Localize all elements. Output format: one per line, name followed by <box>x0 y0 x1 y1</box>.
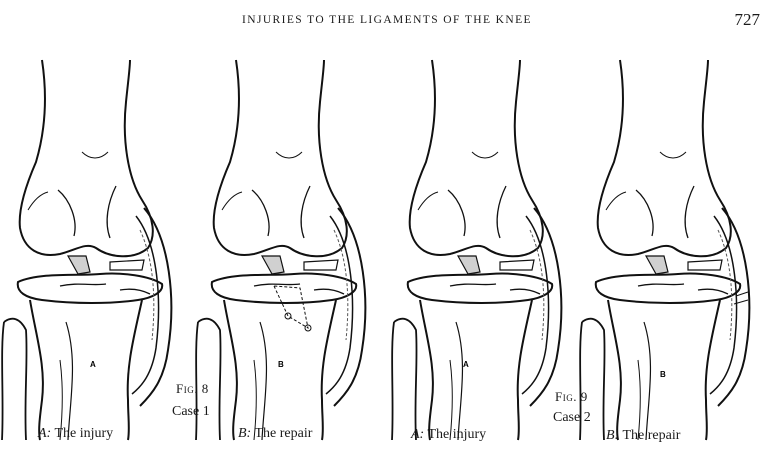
fig9-caption-a: A: The injury <box>411 427 487 442</box>
panel-letter-fig9-a: A <box>463 360 469 369</box>
panel-letter-fig8-b: B <box>278 360 284 369</box>
fig9-label: Fig. 9 <box>555 389 588 404</box>
fig8-caption-a: A: The injury <box>38 426 114 441</box>
fig8-caption-b: B: The repair <box>238 426 313 441</box>
running-head: INJURIES TO THE LIGAMENTS OF THE KNEE <box>242 14 532 26</box>
fig8-case: Case 1 <box>172 404 210 419</box>
knee-panel-fig9-a <box>391 59 563 441</box>
knee-panel-fig9-b <box>579 59 751 441</box>
panel-letter-fig8-a: A <box>90 360 96 369</box>
fig9-case: Case 2 <box>553 410 591 425</box>
knee-panel-fig8-b <box>195 59 367 441</box>
panel-letter-fig9-b: B <box>660 370 666 379</box>
knee-panel-fig8-a <box>1 59 173 441</box>
fig9-caption-b: B: The repair <box>606 428 681 443</box>
fig8-label: Fig. 8 <box>176 381 209 396</box>
page-number: 727 <box>734 10 761 29</box>
